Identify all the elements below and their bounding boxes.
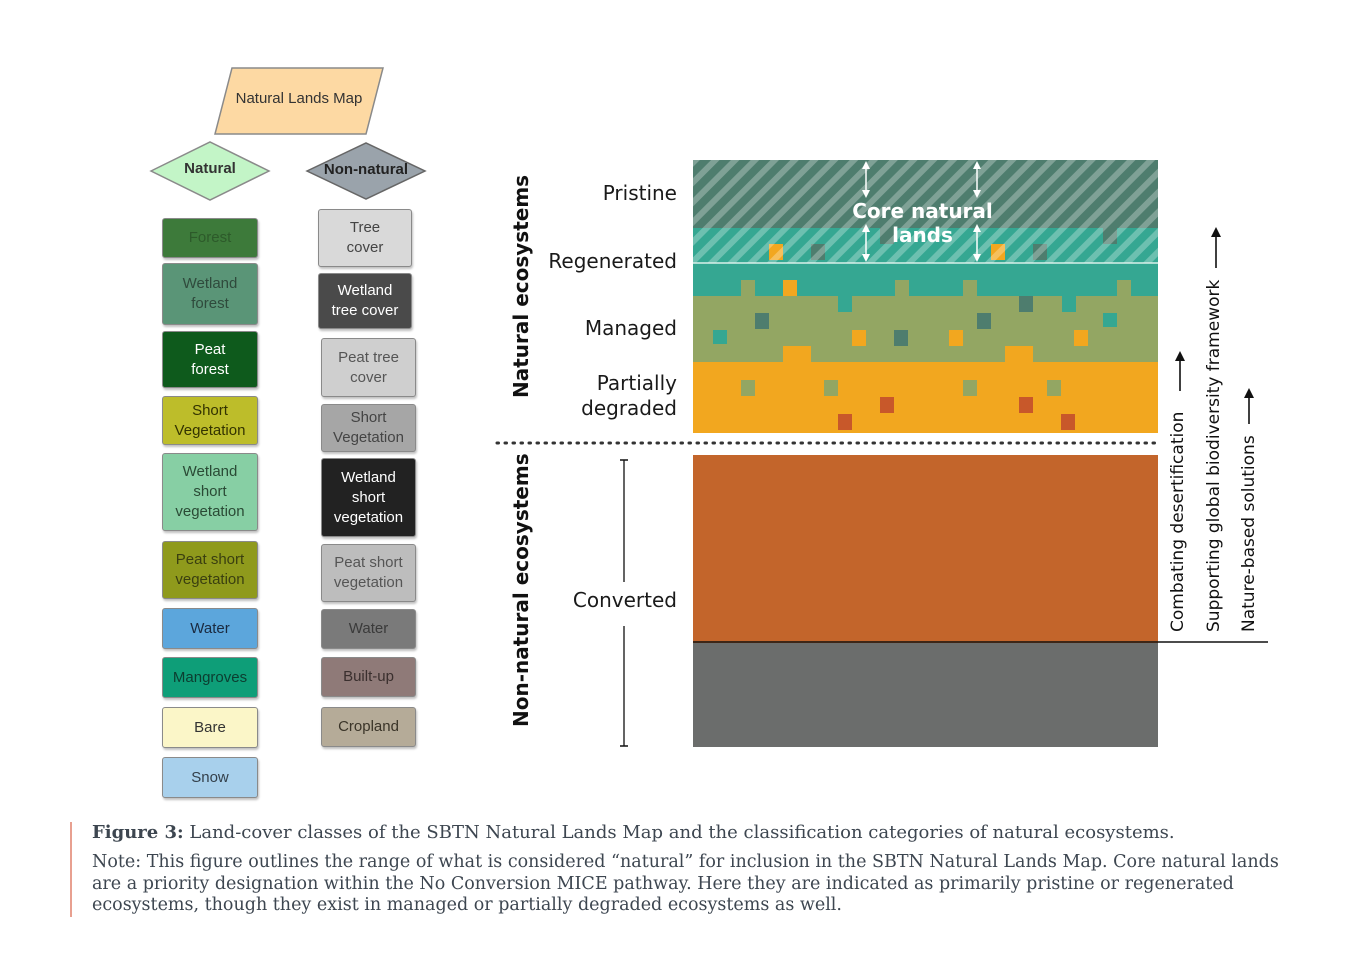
level-regenerated: Regenerated bbox=[548, 249, 677, 273]
band-converted bbox=[693, 455, 1158, 643]
band-step bbox=[895, 280, 909, 296]
arrow-biodiversity-head bbox=[1211, 227, 1221, 237]
scatter-square bbox=[852, 330, 866, 346]
root-label: Natural Lands Map bbox=[235, 90, 363, 107]
natural-label: Natural bbox=[184, 160, 236, 177]
level-pristine: Pristine bbox=[602, 181, 677, 205]
band-step bbox=[741, 380, 755, 396]
scatter-square bbox=[838, 414, 852, 430]
nonnatural-class-cropland: Cropland bbox=[321, 707, 416, 747]
scatter-square bbox=[880, 397, 894, 413]
natural-class-mangroves: Mangroves bbox=[162, 657, 258, 698]
scatter-square bbox=[1019, 397, 1033, 413]
nonnatural-class-wetland-tree-cover: Wetland tree cover bbox=[318, 273, 412, 329]
nonnatural-class-wetland-short-vegetation: Wetland short vegetation bbox=[321, 458, 416, 537]
figure-caption: Figure 3: Land-cover classes of the SBTN… bbox=[70, 822, 1292, 917]
natural-class-wetland-short-vegetation: Wetland short vegetation bbox=[162, 453, 258, 531]
arrow-desertification-head bbox=[1175, 351, 1185, 361]
level-converted: Converted bbox=[572, 588, 677, 612]
core-arrow-left-top-head-down bbox=[862, 190, 870, 198]
nonnatural-diamond bbox=[305, 142, 427, 200]
band-step bbox=[1117, 280, 1131, 296]
core-arrow-left-top-head-up bbox=[862, 161, 870, 169]
scatter-square bbox=[1019, 296, 1033, 312]
core-arrow-right-bottom-head-down bbox=[973, 254, 981, 262]
natural-class-peat-forest: Peat forest bbox=[162, 331, 258, 388]
band-step bbox=[783, 346, 811, 363]
scatter-square bbox=[1061, 414, 1075, 430]
band-managed bbox=[693, 296, 1158, 364]
nonnatural-class-peat-short-vegetation: Peat short vegetation bbox=[321, 544, 416, 602]
band-step bbox=[713, 330, 727, 344]
natural-class-water: Water bbox=[162, 608, 258, 649]
arrow-nbs-head bbox=[1244, 388, 1254, 398]
scatter-square bbox=[977, 313, 991, 329]
nonnatural-class-short-vegetation: Short Vegetation bbox=[321, 404, 416, 452]
core-arrow-left-bottom-head-down bbox=[862, 254, 870, 262]
level-partially-degraded: Partially degraded bbox=[581, 371, 677, 420]
nonnatural-label: Non-natural bbox=[323, 161, 409, 178]
band-grey bbox=[693, 643, 1158, 747]
nonnatural-class-built-up: Built-up bbox=[321, 657, 416, 697]
arrow-label-desertification: Combating desertification bbox=[1168, 411, 1188, 632]
band-step bbox=[741, 280, 755, 296]
core-natural-lands-label: Core natural lands bbox=[852, 199, 993, 247]
arrow-label-nbs: Nature-based solutions bbox=[1239, 435, 1259, 632]
scatter-square bbox=[894, 330, 908, 346]
band-step bbox=[963, 380, 977, 396]
core-arrow-left-bottom-head-up bbox=[862, 224, 870, 232]
nonnatural-class-tree-cover: Tree cover bbox=[318, 209, 412, 267]
band-degraded bbox=[693, 362, 1158, 433]
nonnatural-class-peat-tree-cover: Peat tree cover bbox=[321, 338, 416, 397]
scatter-square bbox=[949, 330, 963, 346]
band-step bbox=[1047, 380, 1061, 396]
arrow-label-biodiversity: Supporting global biodiversity framework bbox=[1204, 279, 1224, 632]
core-arrow-right-bottom-head-up bbox=[973, 224, 981, 232]
band-step bbox=[838, 296, 852, 312]
nonnatural-class-water: Water bbox=[321, 609, 416, 649]
tree-shapes bbox=[149, 67, 427, 201]
natural-class-short-vegetation: Short Vegetation bbox=[162, 396, 258, 445]
band-step bbox=[1103, 313, 1117, 327]
natural-class-wetland-forest: Wetland forest bbox=[162, 263, 258, 325]
core-hatch bbox=[693, 160, 1158, 263]
natural-ecosystems-label: Natural ecosystems bbox=[509, 174, 533, 398]
band-step bbox=[963, 280, 977, 296]
core-arrow-right-top-head-down bbox=[973, 190, 981, 198]
scatter-square bbox=[755, 313, 769, 329]
figure-text: Land-cover classes of the SBTN Natural L… bbox=[189, 822, 1175, 843]
band-regenerated bbox=[693, 263, 1158, 298]
natural-class-forest: Forest bbox=[162, 218, 258, 258]
natural-diamond bbox=[149, 141, 271, 201]
band-step bbox=[824, 380, 838, 396]
band-step bbox=[1005, 346, 1033, 363]
figure-label: Figure 3: bbox=[92, 822, 184, 843]
ecosystem-diagram bbox=[495, 160, 1268, 747]
band-step bbox=[1062, 296, 1076, 312]
natural-class-snow: Snow bbox=[162, 757, 258, 798]
scatter-square bbox=[783, 280, 797, 296]
core-arrow-right-top-head-up bbox=[973, 161, 981, 169]
natural-class-peat-short-vegetation: Peat short vegetation bbox=[162, 541, 258, 599]
root-parallelogram bbox=[214, 67, 384, 135]
figure-note: Note: This figure outlines the range of … bbox=[92, 852, 1279, 915]
level-managed: Managed bbox=[584, 316, 677, 340]
natural-class-bare: Bare bbox=[162, 707, 258, 748]
scatter-square bbox=[1074, 330, 1088, 346]
